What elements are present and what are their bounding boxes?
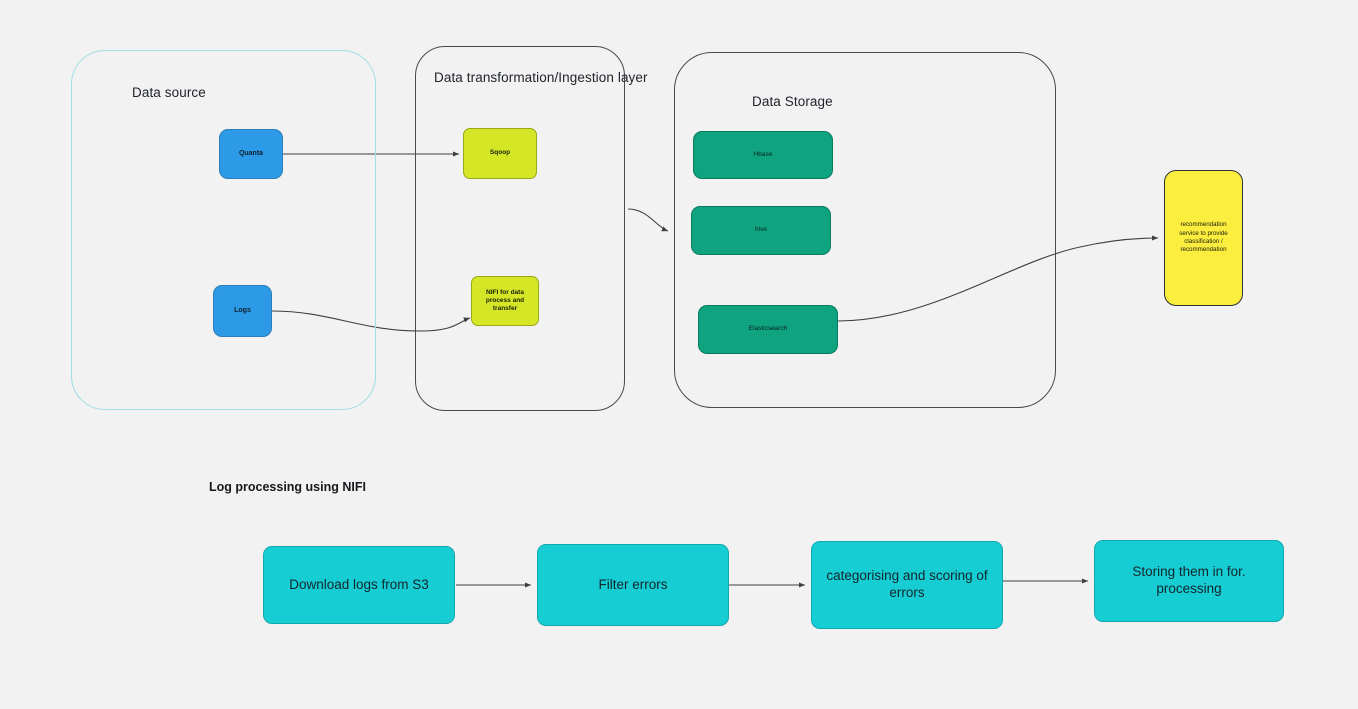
node-filter-errors-label: Filter errors <box>598 576 668 592</box>
node-quanta[interactable]: Quanta <box>219 129 283 179</box>
node-hbase-label: Hbase <box>753 150 773 158</box>
node-hbase[interactable]: Hbase <box>693 131 833 179</box>
group-data-source-label: Data source <box>132 85 206 100</box>
group-data-transformation-label: Data transformation/Ingestion layer <box>434 70 648 85</box>
group-data-storage <box>674 52 1056 408</box>
node-store-processing[interactable]: Storing them in for. processing <box>1094 540 1284 622</box>
node-sqoop[interactable]: Sqoop <box>463 128 537 179</box>
node-nifi[interactable]: NIFI for data process and transfer <box>471 276 539 326</box>
node-nifi-label: NIFI for data process and transfer <box>485 288 525 313</box>
node-download-logs[interactable]: Download logs from S3 <box>263 546 455 624</box>
edge-ingestion-to-storage <box>627 208 669 232</box>
node-categorise-score[interactable]: categorising and scoring of errors <box>811 541 1003 629</box>
log-processing-title: Log processing using NIFI <box>209 480 366 494</box>
node-recommendation-service-label: recommendation service to provide classi… <box>1179 221 1228 254</box>
node-elasticsearch[interactable]: Elasticsearch <box>698 305 838 354</box>
node-filter-errors[interactable]: Filter errors <box>537 544 729 626</box>
node-quanta-label: Quanta <box>238 149 264 157</box>
node-store-processing-label: Storing them in for. processing <box>1132 564 1246 596</box>
node-hive[interactable]: hive <box>691 206 831 255</box>
node-logs-label: Logs <box>234 306 251 314</box>
group-data-source <box>71 50 376 410</box>
node-hive-label: hive <box>755 226 767 234</box>
group-data-storage-label: Data Storage <box>752 94 833 109</box>
node-categorise-score-label: categorising and scoring of errors <box>826 568 988 600</box>
node-recommendation-service[interactable]: recommendation service to provide classi… <box>1164 170 1243 306</box>
node-download-logs-label: Download logs from S3 <box>289 576 429 592</box>
node-sqoop-label: Sqoop <box>489 149 511 157</box>
group-data-transformation <box>415 46 625 411</box>
node-elasticsearch-label: Elasticsearch <box>748 325 788 333</box>
node-logs[interactable]: Logs <box>213 285 272 337</box>
